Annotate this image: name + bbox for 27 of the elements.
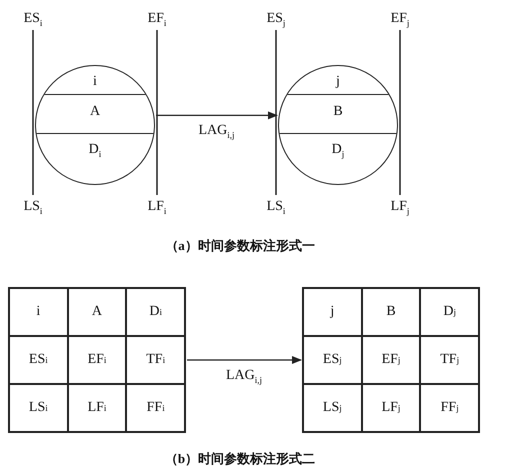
- figure-caption: （a）时间参数标注形式一: [165, 237, 315, 255]
- activity-number: i: [93, 74, 97, 90]
- time-parameter-label: EF$_{i}$: [148, 11, 166, 30]
- figure-caption: （b）时间参数标注形式二: [164, 450, 316, 468]
- table-cell: A: [68, 288, 126, 336]
- table-cell: B: [362, 288, 420, 336]
- arrow: [156, 111, 278, 120]
- arrow: [187, 356, 302, 364]
- duration-label: D$_{j}$: [332, 142, 344, 159]
- activity-table: [8, 287, 186, 433]
- time-parameter-label: LS$_{i}$: [24, 199, 42, 218]
- activity-table: [302, 287, 480, 433]
- time-parameter-label: ES$_{i}$: [24, 11, 42, 30]
- activity-circle: [35, 65, 155, 185]
- time-parameter-label: ES$_{j}$: [266, 11, 286, 30]
- duration-label: D$_{i}$: [88, 142, 102, 159]
- activity-circle: [278, 65, 398, 185]
- edge-label: LAG$_{i,j}$: [224, 368, 264, 388]
- time-parameter-label: EF$_{j}$: [390, 11, 410, 30]
- time-parameter-label: LS$_{i}$: [266, 199, 286, 218]
- table-cell: j: [303, 288, 362, 336]
- table-cell: i: [9, 288, 68, 336]
- activity-name: A: [90, 104, 100, 120]
- time-parameter-label: LF$_{i}$: [148, 199, 166, 218]
- activity-number: j: [336, 74, 340, 90]
- time-parameter-label: LF$_{j}$: [390, 199, 410, 218]
- activity-name: B: [333, 104, 343, 120]
